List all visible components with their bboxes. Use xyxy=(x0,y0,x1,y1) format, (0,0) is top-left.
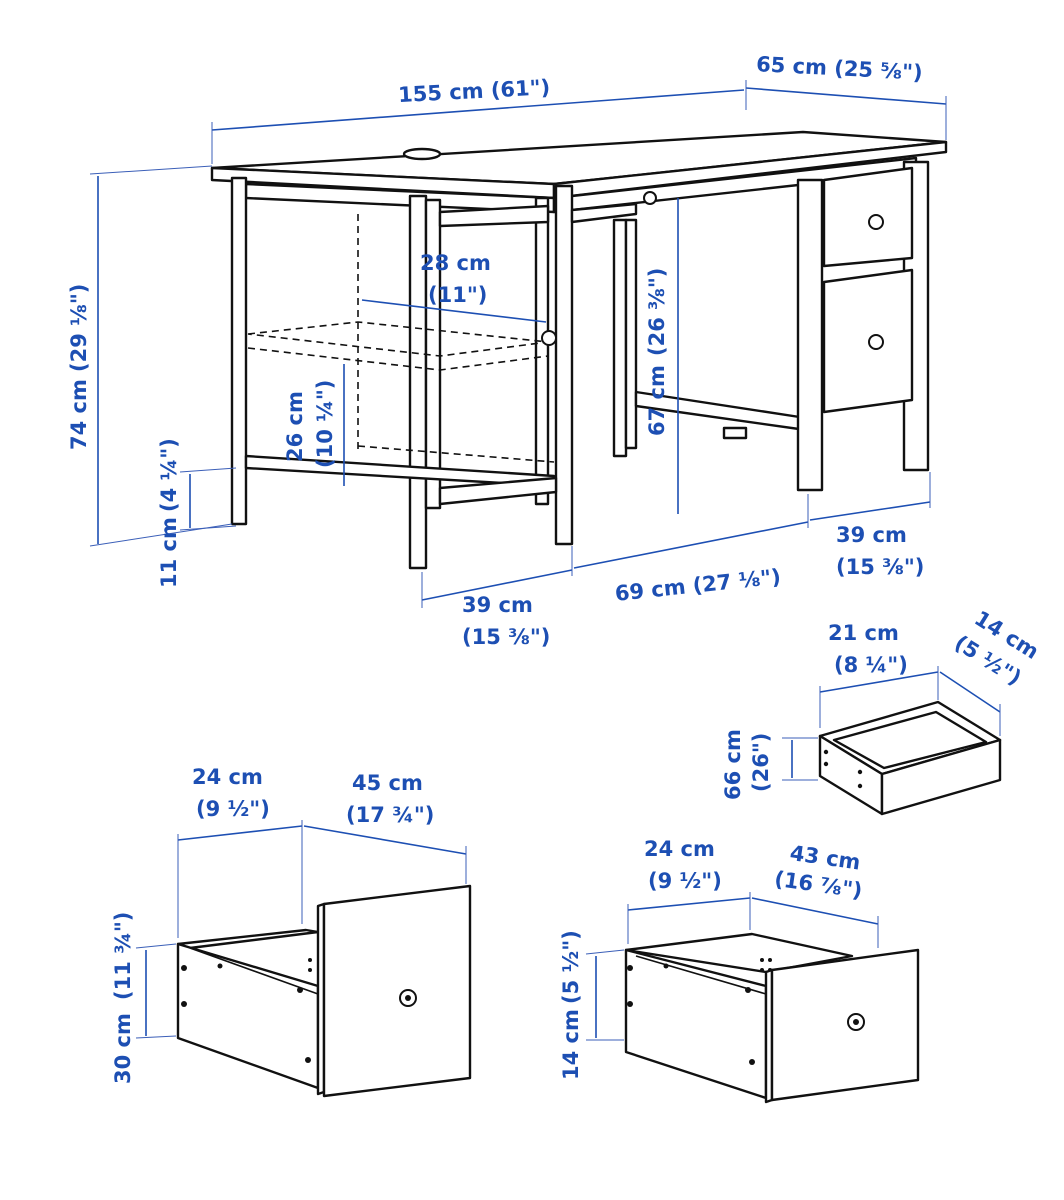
large-drawer-depth-in: (17 ¾") xyxy=(346,803,434,827)
cable-grommet xyxy=(402,147,442,161)
cable-hook xyxy=(643,191,657,205)
large-drawer-depth-line xyxy=(303,825,467,855)
medium-drawer-width-cm: 24 cm xyxy=(644,837,715,861)
desk-top-side-edge xyxy=(552,140,948,200)
medium-drawer-top-rim xyxy=(624,932,854,974)
middle-back-leg xyxy=(534,196,550,506)
floor-clearance-cm: 11 cm xyxy=(157,517,181,588)
desk-dimensions: 155 cm (61") 65 cm (25 ⅝") 74 cm (29 ⅛")… xyxy=(67,52,947,649)
small-drawer-width-line xyxy=(819,671,939,693)
floor-clearance-in: (4 ¼") xyxy=(157,438,181,512)
large-drawer: 24 cm (9 ½") 45 cm (17 ¾") 30 cm (11 ¾") xyxy=(111,765,472,1098)
lower-drawer-front xyxy=(822,268,914,414)
small-drawer-height-cm: 66 cm xyxy=(721,729,745,800)
upper-drawer-front xyxy=(822,166,914,268)
middle-front-leg xyxy=(554,184,574,546)
medium-drawer: 24 cm (9 ½") 43 cm (16 ⅞") 14 cm (5 ½") xyxy=(559,837,920,1104)
large-drawer-top-rim xyxy=(176,928,320,950)
left-section-line xyxy=(421,569,573,601)
left-bottom-rail xyxy=(438,476,558,506)
right-section-in: (15 ⅜") xyxy=(836,555,924,579)
cable-management-rail xyxy=(570,202,638,224)
medium-drawer-side xyxy=(624,948,768,1100)
desk-width-label: 155 cm (61") xyxy=(398,75,551,107)
middle-rear-leg xyxy=(612,218,628,458)
right-front-leg xyxy=(796,178,824,492)
large-drawer-inner-edge xyxy=(189,947,319,995)
large-drawer-width-line xyxy=(177,825,303,841)
middle-section-label: 69 cm (27 ⅛") xyxy=(614,565,782,606)
large-drawer-width-in: (9 ½") xyxy=(196,797,270,821)
large-drawer-height-cm: 30 cm xyxy=(111,1013,135,1084)
adjustable-shelf-edge xyxy=(247,347,549,371)
inner-bottom-line xyxy=(357,445,555,463)
upper-drawer-knob xyxy=(868,214,884,230)
small-drawer-front xyxy=(880,738,1002,816)
left-section-in: (15 ⅜") xyxy=(462,625,550,649)
large-drawer-height-in: (11 ¾") xyxy=(111,912,135,1000)
width-dimension-line xyxy=(211,89,745,131)
medium-drawer-height-cm: 14 cm xyxy=(559,1009,583,1080)
medium-drawer-depth-line xyxy=(751,897,879,925)
small-drawer-width-cm: 21 cm xyxy=(828,621,899,645)
shelf-height-in: (10 ¼") xyxy=(313,380,337,468)
floor-glide xyxy=(722,426,748,440)
inner-depth-line xyxy=(361,299,547,323)
left-section-cm: 39 cm xyxy=(462,593,533,617)
depth-dimension-line xyxy=(745,87,947,105)
lower-drawer-knob xyxy=(868,334,884,350)
large-drawer-width-cm: 24 cm xyxy=(192,765,263,789)
small-drawer-depth-line xyxy=(939,671,1001,713)
small-drawer-height-in: (26") xyxy=(749,733,773,792)
small-drawer-inner xyxy=(832,710,988,770)
desk-height-in: (29 ⅛") xyxy=(67,284,91,372)
right-section-line xyxy=(809,501,931,521)
large-drawer-front-panel xyxy=(322,884,472,1098)
medium-drawer-front-panel xyxy=(770,948,920,1102)
medium-drawer-height-in: (5 ½") xyxy=(559,930,583,1004)
left-back-leg xyxy=(230,176,248,526)
medium-drawer-width-in: (9 ½") xyxy=(648,869,722,893)
leg-clearance-cm: 67 cm xyxy=(645,365,669,436)
shelf-pin-knob xyxy=(541,330,557,346)
shelf-height-cm: 26 cm xyxy=(283,391,307,462)
inner-depth-cm: 28 cm xyxy=(420,251,491,275)
small-drawer: 21 cm (8 ¼") 14 cm (5 ½") 66 cm (26") xyxy=(721,606,1043,816)
desk-illustration xyxy=(210,130,948,570)
right-section-cm: 39 cm xyxy=(836,523,907,547)
medium-drawer-width-line xyxy=(627,897,751,911)
leg-clearance-in: (26 ⅜") xyxy=(645,268,669,356)
desk-depth-label: 65 cm (25 ⅝") xyxy=(756,52,924,85)
adjustable-shelf-outline xyxy=(247,321,549,357)
middle-rear-leg-2 xyxy=(624,218,638,450)
large-drawer-side xyxy=(176,942,320,1090)
large-drawer-depth-cm: 45 cm xyxy=(352,771,423,795)
inner-depth-in: (11") xyxy=(428,283,487,307)
small-drawer-width-in: (8 ¼") xyxy=(834,653,908,677)
medium-drawer-inner-edge xyxy=(635,955,767,995)
left-back-panel-rail xyxy=(438,204,550,228)
desk-height-cm: 74 cm xyxy=(67,379,91,450)
middle-section-line xyxy=(573,521,809,569)
